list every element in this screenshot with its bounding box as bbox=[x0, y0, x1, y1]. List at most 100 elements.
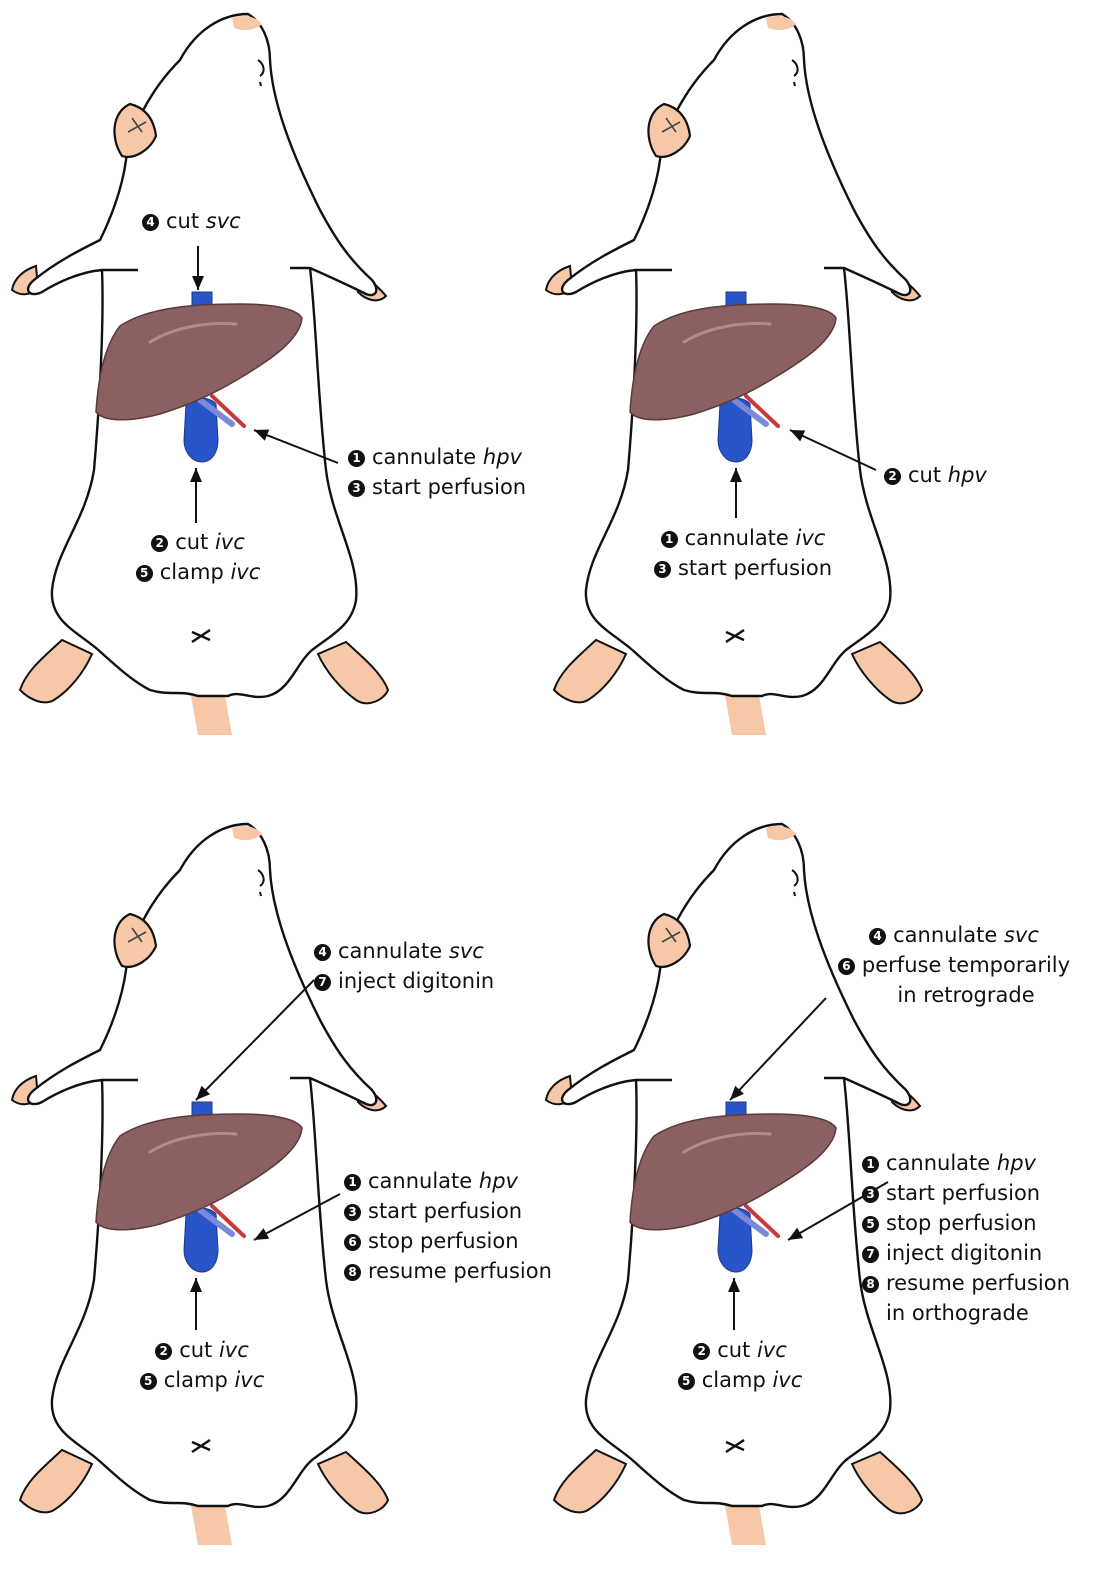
step-number-badge: 5 bbox=[678, 1373, 695, 1390]
vessel-term: ivc bbox=[796, 526, 826, 550]
step-number-badge: 1 bbox=[661, 531, 678, 548]
step-number-badge: 6 bbox=[344, 1234, 361, 1251]
step-action: inject digitonin bbox=[886, 1241, 1042, 1265]
step-action: in retrograde bbox=[897, 983, 1034, 1007]
label-hpv: 1 cannulate hpv 3 start perfusion 6 stop perf… bbox=[344, 1166, 552, 1286]
step-action: clamp bbox=[164, 1368, 235, 1392]
step-line: 3 start perfusion bbox=[862, 1178, 1070, 1208]
label-svc: 4 cannulate svc 6perfuse temporarily in ret… bbox=[824, 920, 1084, 1010]
label-ivc: 2cut ivc5clamp ivc bbox=[118, 527, 278, 587]
step-action: cannulate bbox=[886, 1151, 997, 1175]
step-line: 7 inject digitonin bbox=[862, 1238, 1070, 1268]
step-action: cannulate bbox=[893, 923, 1004, 947]
perfusion-diagram: 4cut svc1cannulate hpv3start perfusion2c… bbox=[0, 0, 1109, 1546]
step-line: 6perfuse temporarily bbox=[824, 950, 1084, 980]
vessel-term: hpv bbox=[483, 445, 522, 469]
step-number-badge: 7 bbox=[314, 974, 331, 991]
step-number-badge: 2 bbox=[151, 535, 168, 552]
step-action: cut bbox=[717, 1338, 757, 1362]
step-action: resume perfusion bbox=[368, 1259, 552, 1283]
label-ivc: 1 cannulate ivc 3 start perfusion bbox=[638, 523, 848, 583]
step-number-badge: 5 bbox=[136, 565, 153, 582]
step-line: 1 cannulate hpv bbox=[862, 1148, 1070, 1178]
step-line: 1 cannulate hpv bbox=[344, 1166, 552, 1196]
step-action: perfuse temporarily bbox=[862, 953, 1070, 977]
hind-foot-right bbox=[852, 1452, 922, 1513]
vessel-term: ivc bbox=[757, 1338, 787, 1362]
step-number-badge: 1 bbox=[344, 1174, 361, 1191]
vessel-term: ivc bbox=[234, 1368, 264, 1392]
panel-bottom-left: 4 cannulate svc 7 inject digitonin 1 cannulat… bbox=[0, 810, 554, 1583]
vessel-term: hpv bbox=[479, 1169, 518, 1193]
step-action: start perfusion bbox=[678, 556, 832, 580]
step-line: 2 cut ivc bbox=[118, 527, 278, 557]
step-line: 6 stop perfusion bbox=[344, 1226, 552, 1256]
step-number-badge: 1 bbox=[862, 1156, 879, 1173]
mouse-illustration bbox=[12, 14, 388, 735]
step-number-badge: 4 bbox=[869, 928, 886, 945]
step-line: 2 cut hpv bbox=[884, 460, 987, 490]
step-number-badge: 2 bbox=[693, 1343, 710, 1360]
step-line: 5 clamp ivc bbox=[660, 1365, 820, 1395]
label-ivc: 2cut ivc5clamp ivc bbox=[122, 1335, 282, 1395]
step-number-badge: 3 bbox=[654, 561, 671, 578]
step-number-badge: 4 bbox=[142, 214, 159, 231]
step-line: 8 resume perfusion bbox=[862, 1268, 1070, 1298]
vessel-term: hpv bbox=[948, 463, 987, 487]
step-number-badge: 5 bbox=[862, 1216, 879, 1233]
step-action: clamp bbox=[702, 1368, 773, 1392]
label-hpv: 1cannulate hpv 3 start perfusion bbox=[348, 442, 526, 502]
step-action: cannulate bbox=[338, 939, 449, 963]
step-line: 3 start perfusion bbox=[638, 553, 848, 583]
vessel-term: svc bbox=[449, 939, 484, 963]
label-hpv: 1 cannulate hpv 3 start perfusion 5stop perf… bbox=[862, 1148, 1070, 1328]
step-number-badge: 2 bbox=[884, 468, 901, 485]
hind-foot-left bbox=[554, 640, 626, 702]
step-action: cut bbox=[908, 463, 948, 487]
step-action: stop perfusion bbox=[368, 1229, 519, 1253]
panel-drawing bbox=[534, 0, 1088, 773]
step-action: cannulate bbox=[685, 526, 796, 550]
step-action: start perfusion bbox=[368, 1199, 522, 1223]
panel-top-right: 2 cut hpv 1 cannulate ivc 3 start perfusion bbox=[534, 0, 1088, 773]
hind-foot-right bbox=[318, 1452, 388, 1513]
vessel-term: svc bbox=[1004, 923, 1039, 947]
step-number-badge: 7 bbox=[862, 1246, 879, 1263]
step-action: cut bbox=[179, 1338, 219, 1362]
hind-foot-left bbox=[20, 640, 92, 702]
step-line: in orthograde bbox=[862, 1298, 1070, 1328]
step-action: in orthograde bbox=[886, 1301, 1029, 1325]
step-number-badge: 4 bbox=[314, 944, 331, 961]
mouse-illustration bbox=[12, 824, 388, 1545]
step-line: 1 cannulate ivc bbox=[638, 523, 848, 553]
hind-foot-left bbox=[20, 1450, 92, 1512]
vessel-term: hpv bbox=[997, 1151, 1036, 1175]
step-number-badge: 1 bbox=[348, 450, 365, 467]
step-action: cannulate bbox=[368, 1169, 479, 1193]
step-action: resume perfusion bbox=[886, 1271, 1070, 1295]
label-hpv: 2 cut hpv bbox=[884, 460, 987, 490]
vessel-term: ivc bbox=[215, 530, 245, 554]
panel-drawing bbox=[0, 0, 554, 773]
step-line: 4 cannulate svc bbox=[314, 936, 494, 966]
step-line: 3 start perfusion bbox=[344, 1196, 552, 1226]
label-svc: 4cut svc bbox=[142, 206, 241, 236]
step-action: start perfusion bbox=[372, 475, 526, 499]
step-number-badge: 3 bbox=[862, 1186, 879, 1203]
vessel-term: ivc bbox=[772, 1368, 802, 1392]
step-action: inject digitonin bbox=[338, 969, 494, 993]
step-line: 2 cut ivc bbox=[660, 1335, 820, 1365]
step-action: start perfusion bbox=[886, 1181, 1040, 1205]
vessel-term: svc bbox=[206, 209, 241, 233]
step-number-badge: 3 bbox=[344, 1204, 361, 1221]
step-action: cut bbox=[175, 530, 215, 554]
step-number-badge: 3 bbox=[348, 480, 365, 497]
step-number-badge: 2 bbox=[155, 1343, 172, 1360]
step-number-badge: 8 bbox=[862, 1276, 879, 1293]
